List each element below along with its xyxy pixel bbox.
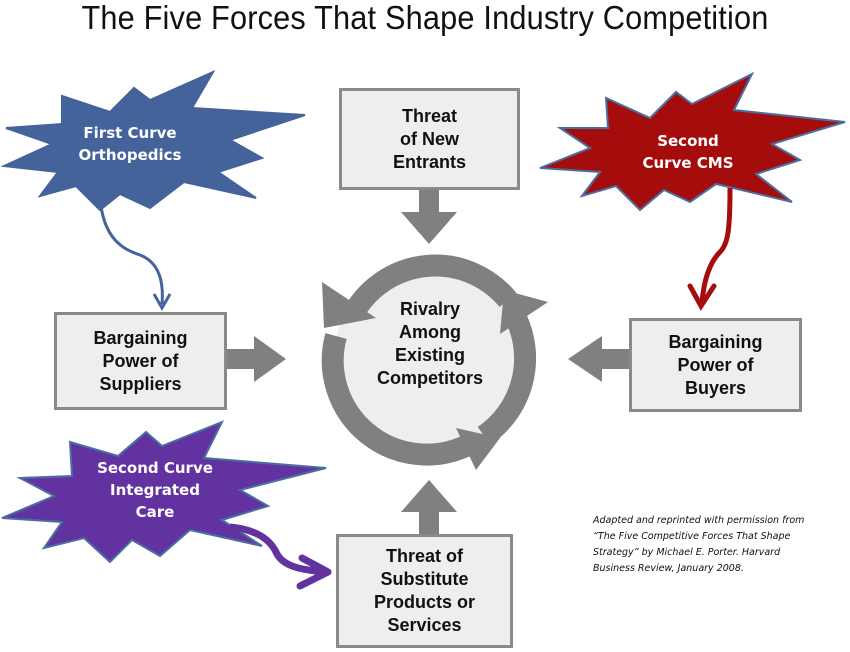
second-curve-cms-arrowhead [687,283,717,311]
threat-of-substitutes-box: Threat of Substitute Products or Service… [336,534,513,648]
suppliers-line: Bargaining [93,327,188,348]
new-entrants-line: Entrants [392,151,466,172]
rivalry-cycle-arrowhead-bottom [456,428,500,470]
rivalry-line: Among [399,322,461,342]
citation-line: Business Review, January 2008. [593,563,744,574]
substitutes-line: Products or [373,592,475,612]
buyers-line: Buyers [684,377,746,398]
citation-note: Adapted and reprinted with permission fr… [593,513,843,577]
buyers-line: Power of [677,354,754,375]
rivalry-circle-fill [334,260,530,456]
first-curve-burst [0,69,306,212]
threat-of-new-entrants-box: Threat of New Entrants [339,88,520,190]
rivalry-line: Rivalry [399,299,461,319]
rivalry-cycle-arc-top [342,254,517,322]
rivalry-cycle-arc-bottom-left [321,333,476,466]
buyers-line: Bargaining [668,331,763,352]
diagram-title: The Five Forces That Shape Industry Comp… [81,0,769,36]
bargaining-power-of-buyers-box: Bargaining Power of Buyers [629,318,802,412]
substitutes-line: Threat of [385,546,463,566]
first-curve-connector [98,194,164,305]
second-curve-integrated-label: Second Curve Integrated Care [80,457,230,523]
rivalry-line: Existing [394,345,465,365]
rivalry-line: Competitors [376,368,483,388]
new-entrants-arrow [401,190,457,244]
first-curve-label: First Curve Orthopedics [70,122,190,166]
second-curve-cms-burst [539,71,846,212]
first-curve-line: First Curve [83,124,177,142]
suppliers-line: Power of [102,350,179,371]
citation-line: Strategy” by Michael E. Porter. Harvard [593,547,781,558]
second-curve-integrated-line: Second Curve [97,459,213,477]
citation-line: Adapted and reprinted with permission fr… [593,515,805,526]
buyers-arrow [568,336,630,382]
second-curve-integrated-connector [229,523,327,576]
suppliers-arrow [226,336,286,382]
rivalry-cycle-arc-right [477,313,537,446]
second-curve-integrated-arrowhead [296,554,332,590]
second-curve-cms-line: Curve CMS [642,154,734,172]
first-curve-line: Orthopedics [78,146,182,164]
new-entrants-line: of New [399,128,459,149]
second-curve-cms-line: Second [657,132,719,150]
second-curve-integrated-line: Care [135,503,175,521]
second-curve-cms-label: Second Curve CMS [628,130,748,174]
citation-line: “The Five Competitive Forces That Shape [593,531,791,542]
second-curve-integrated-burst [1,420,327,564]
substitutes-arrow [401,480,457,534]
rivalry-cycle-arrowhead-left [322,282,376,328]
rivalry-label: Rivalry Among Existing Competitors [350,298,510,390]
second-curve-cms-connector [699,187,733,303]
substitutes-line: Services [387,615,462,635]
second-curve-integrated-line: Integrated [110,481,200,499]
rivalry-cycle-arrowhead-top-right [500,290,548,334]
new-entrants-line: Threat [401,105,457,126]
suppliers-line: Suppliers [99,373,182,394]
first-curve-arrowhead [152,293,172,312]
bargaining-power-of-suppliers-box: Bargaining Power of Suppliers [54,312,227,410]
substitutes-line: Substitute [380,569,469,589]
